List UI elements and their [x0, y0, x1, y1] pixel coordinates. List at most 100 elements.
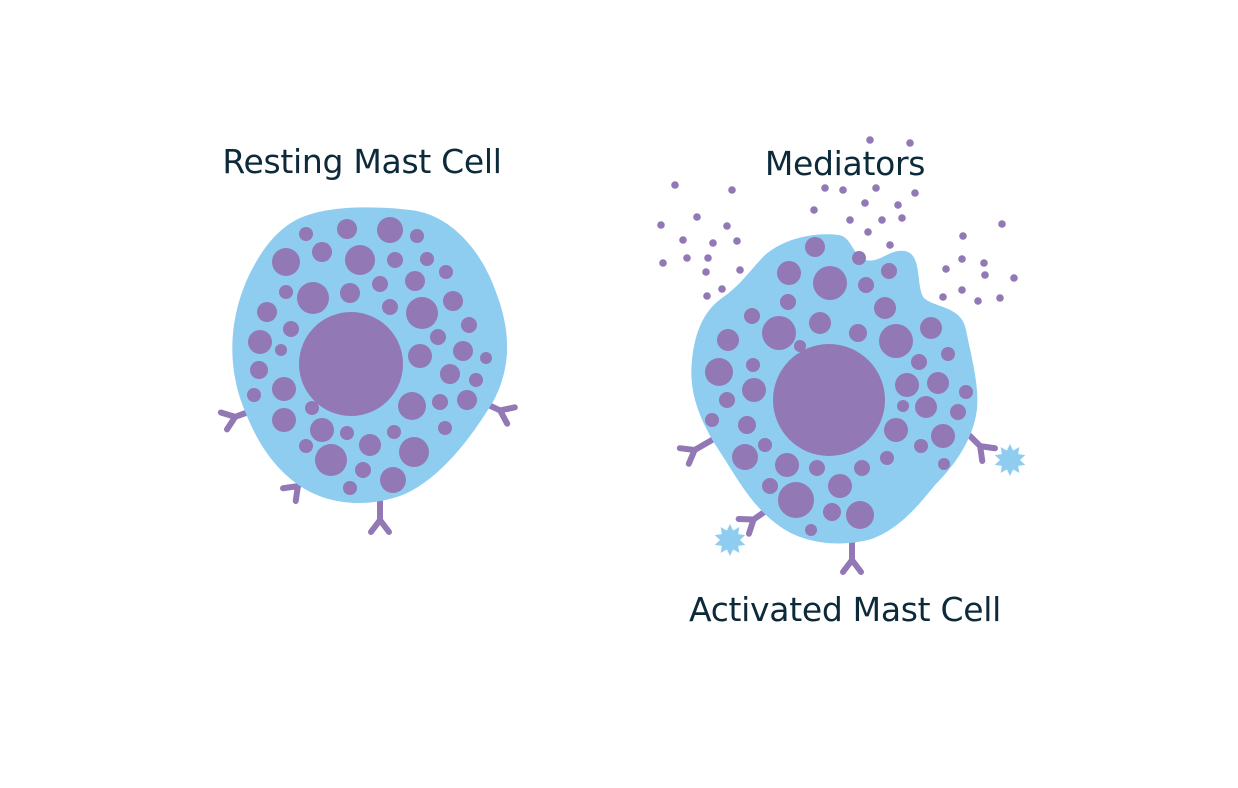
granule [343, 481, 357, 495]
granule [310, 418, 334, 442]
granule [248, 330, 272, 354]
activated-nucleus [773, 344, 885, 456]
granule [775, 453, 799, 477]
mediator-dot [703, 292, 711, 300]
granule [377, 217, 403, 243]
mediator-dot [861, 199, 869, 207]
mediator-dot [723, 222, 731, 230]
mediator-dot [733, 237, 741, 245]
granule [340, 426, 354, 440]
granule [854, 460, 870, 476]
granule [805, 237, 825, 257]
mediator-dot [679, 236, 687, 244]
granule [480, 352, 492, 364]
mediator-dot [846, 216, 854, 224]
granule [340, 283, 360, 303]
granule [417, 314, 429, 326]
y-shaped-receptor-icon [676, 437, 715, 467]
granule [746, 358, 760, 372]
granule [794, 340, 806, 352]
granule [432, 394, 448, 410]
granule [461, 317, 477, 333]
granule [439, 265, 453, 279]
mediator-dot [683, 254, 691, 262]
released-mediators [657, 136, 1018, 305]
granule [780, 294, 796, 310]
antigens [714, 444, 1026, 556]
granule [355, 462, 371, 478]
granule [443, 291, 463, 311]
granule [938, 458, 950, 470]
granule [809, 460, 825, 476]
granule [305, 401, 319, 415]
granule [405, 271, 425, 291]
mediator-dot [866, 136, 874, 144]
y-shaped-receptor-icon [368, 497, 392, 535]
granule [283, 321, 299, 337]
activated-mast-cell [676, 234, 998, 575]
mediator-dot [980, 259, 988, 267]
granule [312, 242, 332, 262]
granule [247, 388, 261, 402]
mediator-dot [974, 297, 982, 305]
mediator-dot [981, 271, 989, 279]
mediator-dot [718, 285, 726, 293]
mediator-dot [942, 265, 950, 273]
mediator-dot [736, 266, 744, 274]
mediator-dot [958, 255, 966, 263]
granule [950, 404, 966, 420]
granule [387, 425, 401, 439]
granule [813, 266, 847, 300]
granule [299, 227, 313, 241]
granule [805, 524, 817, 536]
granule [897, 400, 909, 412]
granule [823, 503, 841, 521]
granule [398, 392, 426, 420]
activated-granules [705, 237, 973, 536]
granule [250, 361, 268, 379]
granule [420, 252, 434, 266]
star-antigen-icon [714, 524, 746, 556]
resting-granules [247, 217, 492, 495]
mediator-dot [906, 139, 914, 147]
granule [345, 245, 375, 275]
granule [828, 474, 852, 498]
mediator-dot [864, 228, 872, 236]
mediator-dot [939, 293, 947, 301]
star-antigen-icon [994, 444, 1026, 476]
mediator-dot [886, 241, 894, 249]
granule [705, 413, 719, 427]
mediator-dot [878, 216, 886, 224]
granule [705, 358, 733, 386]
mediator-dot [872, 184, 880, 192]
granule [920, 317, 942, 339]
granule [272, 408, 296, 432]
granule [762, 316, 796, 350]
granule [272, 248, 300, 276]
mediator-dot [958, 286, 966, 294]
granule [914, 439, 928, 453]
granule [438, 421, 452, 435]
y-shaped-receptor-icon [840, 537, 864, 575]
granule [387, 252, 403, 268]
mediators-label: Mediators [764, 144, 926, 183]
granule [881, 263, 897, 279]
granule [279, 285, 293, 299]
granule [931, 424, 955, 448]
mediator-dot [996, 294, 1004, 302]
granule [406, 297, 438, 329]
granule [959, 385, 973, 399]
granule [809, 312, 831, 334]
granule [315, 444, 347, 476]
mediator-dot [728, 186, 736, 194]
granule [744, 308, 760, 324]
granule [410, 229, 424, 243]
resting-receptors [217, 399, 518, 535]
granule [852, 251, 866, 265]
mediator-dot [671, 181, 679, 189]
granule [382, 299, 398, 315]
granule [359, 434, 381, 456]
granule [430, 329, 446, 345]
granule [915, 396, 937, 418]
